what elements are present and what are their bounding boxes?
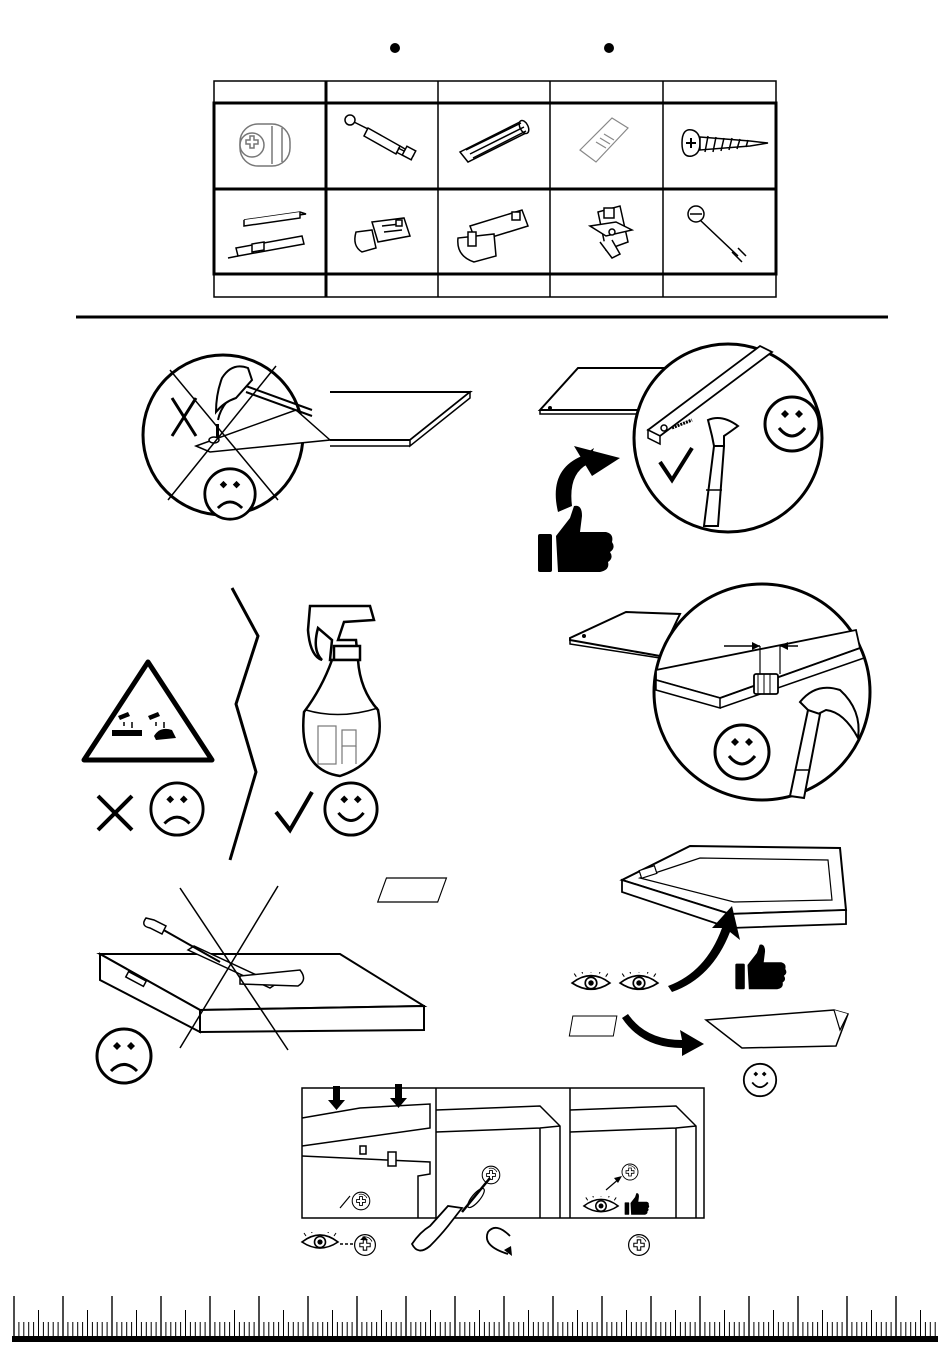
sad-face-icon <box>97 1029 151 1083</box>
cam-lock-icon <box>629 1235 650 1256</box>
hardware-table <box>214 81 776 297</box>
thumbs-up-icon <box>735 945 786 990</box>
no-knife-on-box <box>97 886 424 1083</box>
happy-face-icon <box>765 397 819 451</box>
corrosive-warning-icon <box>84 662 212 760</box>
thumbs-up-icon <box>538 506 614 572</box>
mild-spray-cleaner <box>276 606 380 835</box>
eye-icon <box>302 1229 338 1248</box>
cam-bolt-icon <box>345 115 416 160</box>
wooden-dowel-icon <box>460 119 531 162</box>
sad-face-icon <box>151 783 203 835</box>
hammer-dowel-into-edge <box>538 344 822 572</box>
drawer-runner-icon <box>228 212 306 258</box>
cross-mark-icon <box>98 796 132 830</box>
eye-icon <box>620 969 658 989</box>
cam-lock-icon <box>622 1164 638 1180</box>
eye-icon <box>572 969 610 989</box>
zigzag-divider <box>230 588 258 860</box>
no-hammer-on-cam-hole <box>143 355 470 519</box>
happy-face-icon <box>715 725 769 779</box>
header-bullet-left <box>390 43 400 53</box>
header-bullet-right <box>604 43 614 53</box>
cam-lock-icon <box>352 1192 370 1210</box>
cam-lock-icon <box>240 124 290 166</box>
sad-face-icon <box>205 469 255 519</box>
check-mark-icon <box>276 792 312 830</box>
cam-lock-icon <box>482 1166 500 1184</box>
concealed-hinge-icon <box>355 218 410 252</box>
no-corrosive-cleaners <box>84 662 212 835</box>
shelf-support-icon <box>580 118 628 162</box>
dowel-depth-gap <box>570 584 870 800</box>
measurement-ruler <box>12 1296 938 1342</box>
happy-face-icon <box>325 783 377 835</box>
wall-anchor-icon <box>688 206 746 262</box>
wood-screw-icon <box>682 130 768 156</box>
curved-arrow-icon <box>622 1014 704 1056</box>
door-latch-icon <box>458 210 528 262</box>
check-box-contents <box>378 846 848 1096</box>
cam-lock-tightening-steps <box>302 1084 704 1256</box>
happy-face-icon <box>744 1064 776 1096</box>
hinge-plate-icon <box>590 206 632 258</box>
